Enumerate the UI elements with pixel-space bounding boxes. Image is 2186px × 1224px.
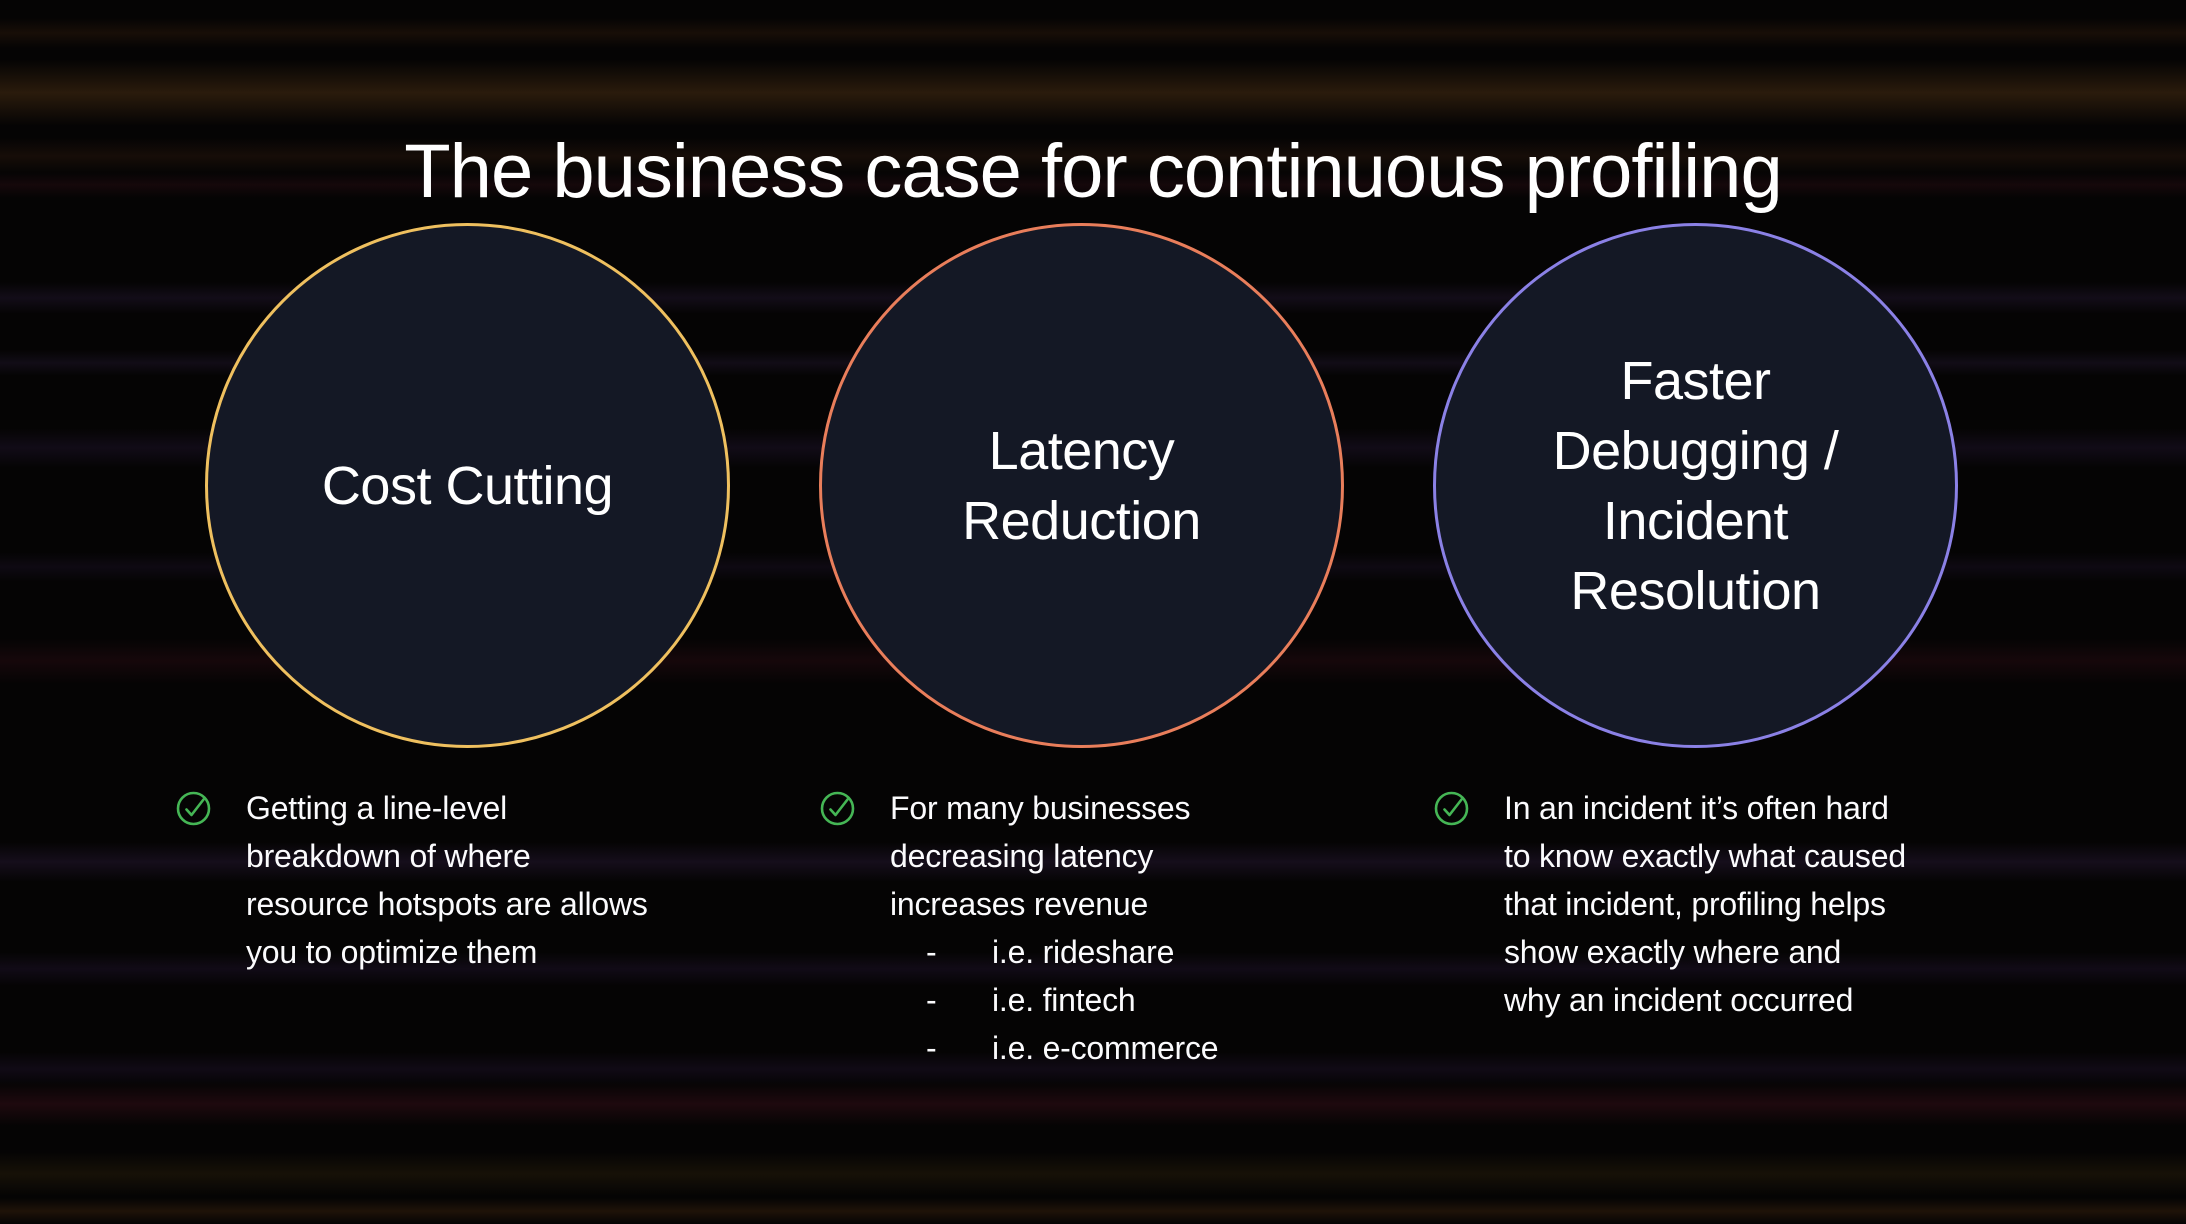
column-latency-reduction: Latency Reduction For many businesses de… <box>819 223 1344 1072</box>
column-cost-cutting: Cost Cutting Getting a line-level breakd… <box>176 223 730 1072</box>
latency-reduction-bullet-lead: For many businesses decreasing latency i… <box>890 790 1191 922</box>
faster-debugging-bullet-row: In an incident it’s often hard to know e… <box>1433 784 1958 1024</box>
faster-debugging-bullet-text: In an incident it’s often hard to know e… <box>1504 790 1906 1018</box>
sub-bullet-item: - i.e. rideshare <box>890 928 1292 976</box>
cost-cutting-circle: Cost Cutting <box>205 223 730 748</box>
latency-reduction-bullet-text: For many businesses decreasing latency i… <box>890 784 1292 1072</box>
check-circle-icon <box>175 790 212 827</box>
latency-examples-list: - i.e. rideshare - i.e. fintech - i.e. e… <box>890 928 1292 1072</box>
sub-bullet-text: i.e. e-commerce <box>992 1030 1219 1066</box>
sub-bullet-item: - i.e. fintech <box>890 976 1292 1024</box>
cost-cutting-bullet-text: Getting a line-level breakdown of where … <box>246 790 648 970</box>
latency-reduction-bullet-row: For many businesses decreasing latency i… <box>819 784 1344 1072</box>
sub-bullet-text: i.e. rideshare <box>992 934 1175 970</box>
faster-debugging-circle: Faster Debugging / Incident Resolution <box>1433 223 1958 748</box>
dash-marker: - <box>926 934 937 970</box>
sub-bullet-text: i.e. fintech <box>992 982 1136 1018</box>
column-faster-debugging: Faster Debugging / Incident Resolution I… <box>1433 223 1958 1072</box>
page-title: The business case for continuous profili… <box>404 128 1782 214</box>
sub-bullet-item: - i.e. e-commerce <box>890 1024 1292 1072</box>
dash-marker: - <box>926 1030 937 1066</box>
cost-cutting-bullet-row: Getting a line-level breakdown of where … <box>175 784 730 976</box>
latency-reduction-circle: Latency Reduction <box>819 223 1344 748</box>
cost-cutting-circle-label: Cost Cutting <box>321 455 614 516</box>
check-circle-icon <box>819 790 856 827</box>
latency-reduction-circle-label: Latency Reduction <box>962 420 1201 551</box>
dash-marker: - <box>926 982 937 1018</box>
benefit-columns: Cost Cutting Getting a line-level breakd… <box>176 223 1958 1072</box>
faster-debugging-circle-label: Faster Debugging / Incident Resolution <box>1552 350 1839 621</box>
check-circle-icon <box>1433 790 1470 827</box>
